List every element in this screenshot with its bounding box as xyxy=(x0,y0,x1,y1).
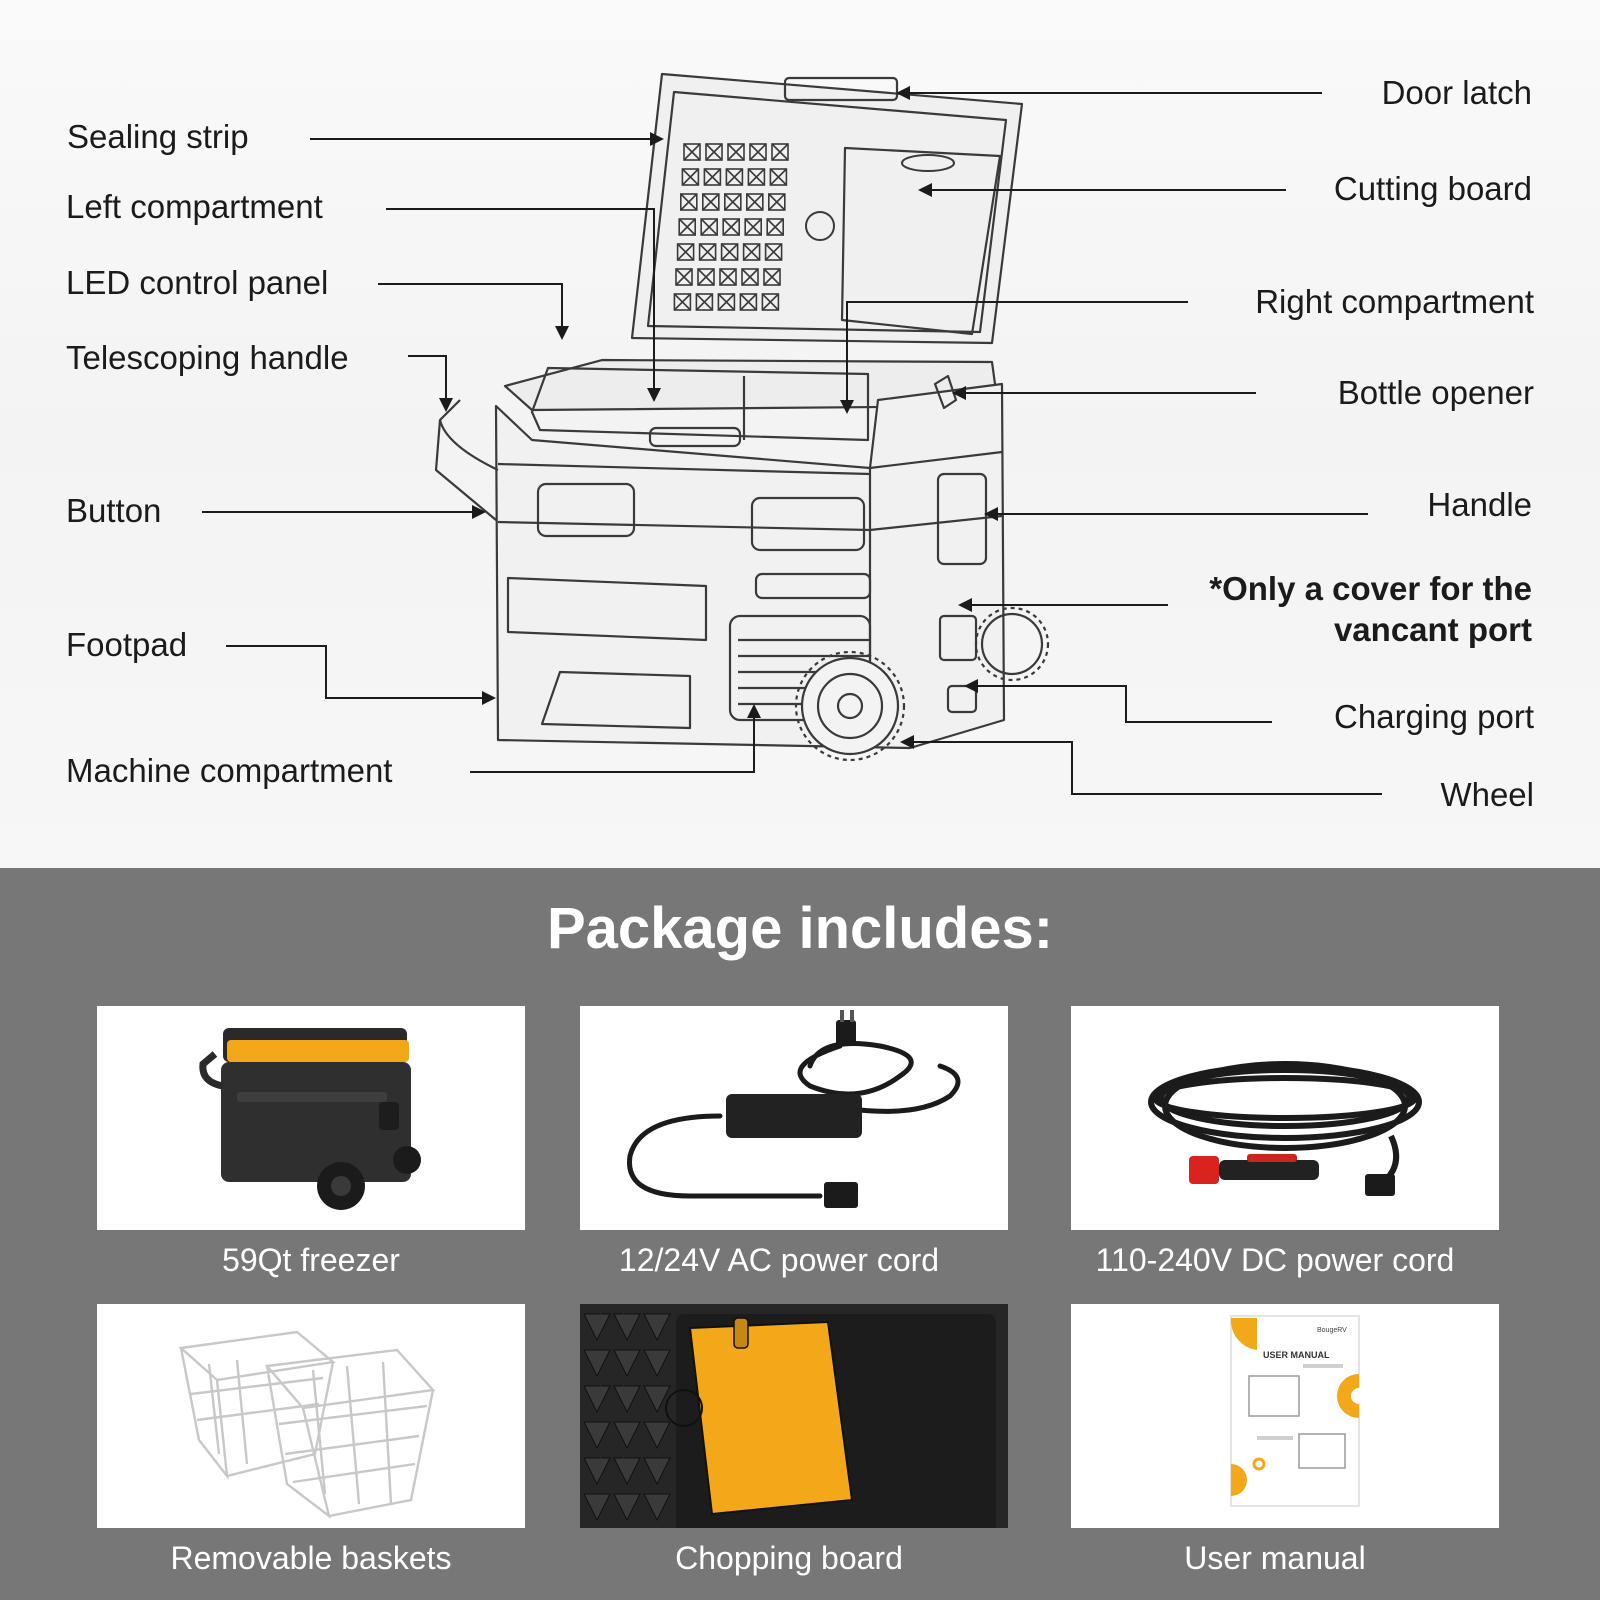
caption-chopping-board: Chopping board xyxy=(675,1540,903,1576)
label-telescoping-handle: Telescoping handle xyxy=(66,339,349,376)
caption-freezer: 59Qt freezer xyxy=(222,1242,400,1278)
label-button: Button xyxy=(66,492,162,529)
caption-dc-cord: 110-240V DC power cord xyxy=(1095,1242,1455,1278)
caption-ac-cord: 12/24V AC power cord xyxy=(618,1242,940,1278)
package-title: Package includes: xyxy=(546,896,1054,961)
label-cutting-board: Cutting board xyxy=(1333,170,1532,207)
caption-baskets: Removable baskets xyxy=(170,1540,452,1576)
label-left-compartment: Left compartment xyxy=(66,188,323,225)
parts-diagram-section: Sealing strip Left compartment LED contr… xyxy=(0,0,1600,868)
label-bottle-opener: Bottle opener xyxy=(1337,374,1534,411)
caption-manual: User manual xyxy=(1184,1540,1366,1576)
label-led-control-panel: LED control panel xyxy=(66,264,329,301)
manual-brand: BougeRV xyxy=(1317,1327,1347,1334)
baskets-image xyxy=(97,1304,525,1528)
label-sealing-strip: Sealing strip xyxy=(67,118,249,155)
cooler-line-drawing xyxy=(434,72,1050,762)
chopping-board-image xyxy=(580,1304,1008,1528)
label-footpad: Footpad xyxy=(66,626,188,663)
freezer-image xyxy=(97,1006,525,1230)
leader-lines xyxy=(202,86,1382,795)
label-charging-port: Charging port xyxy=(1334,698,1534,735)
package-section: Package includes: 59Qt freezer xyxy=(0,868,1600,1600)
manual-heading: USER MANUAL xyxy=(1263,1350,1330,1360)
dc-cord-image xyxy=(1071,1006,1499,1230)
label-handle: Handle xyxy=(1427,486,1532,523)
label-machine-compartment: Machine compartment xyxy=(66,752,393,789)
label-door-latch: Door latch xyxy=(1381,74,1532,111)
label-vacant-port-cover: *Only a cover for the vancant port xyxy=(1209,570,1532,649)
manual-image: USER MANUAL BougeRV xyxy=(1071,1304,1499,1528)
label-right-compartment: Right compartment xyxy=(1255,283,1534,320)
label-wheel: Wheel xyxy=(1440,776,1534,813)
ac-cord-image xyxy=(580,1006,1008,1230)
